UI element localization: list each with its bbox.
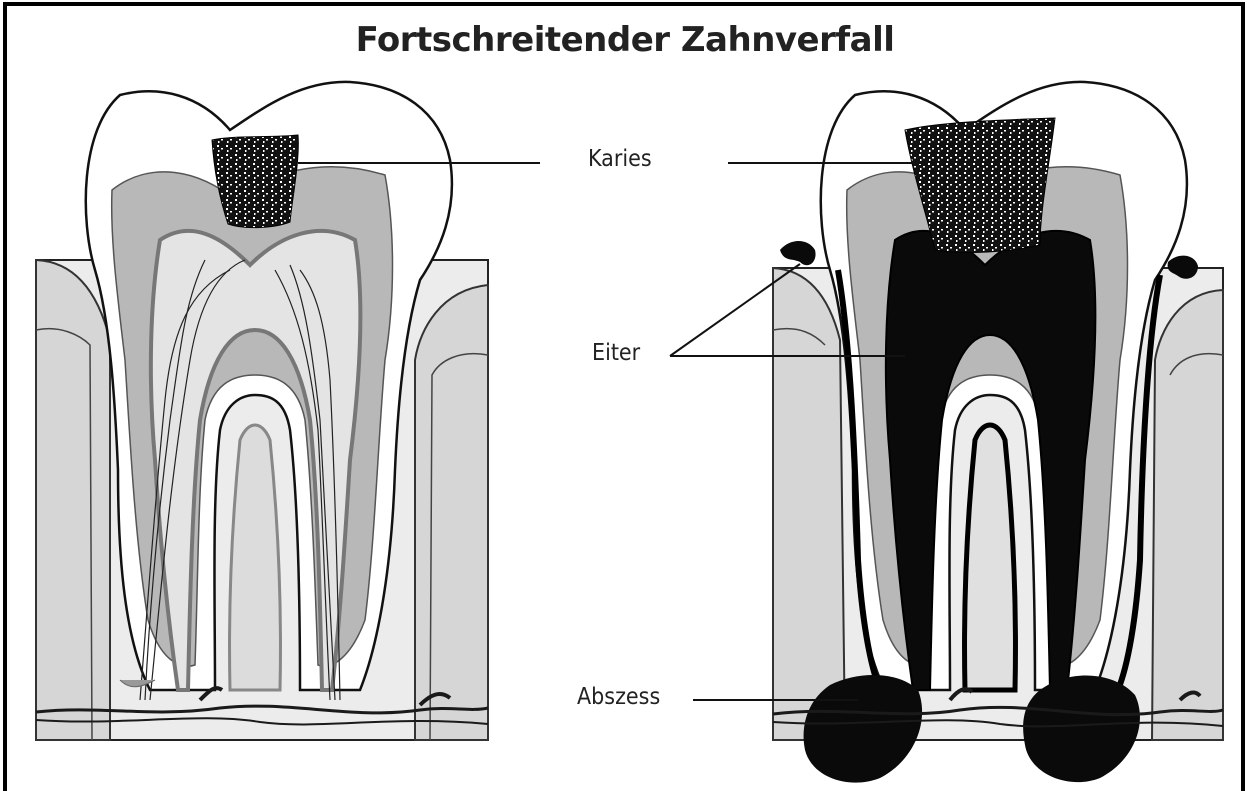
abscess-right (1023, 675, 1140, 782)
healthy-tooth-panel (36, 82, 488, 740)
label-karies: Karies (588, 146, 652, 172)
left-pus-blob (780, 241, 816, 265)
label-abszess: Abszess (577, 684, 660, 710)
decayed-tooth-panel (773, 82, 1223, 783)
label-eiter: Eiter (592, 340, 640, 366)
left-caries (212, 135, 298, 228)
diagram-title: Fortschreitender Zahnverfall (0, 20, 1250, 60)
